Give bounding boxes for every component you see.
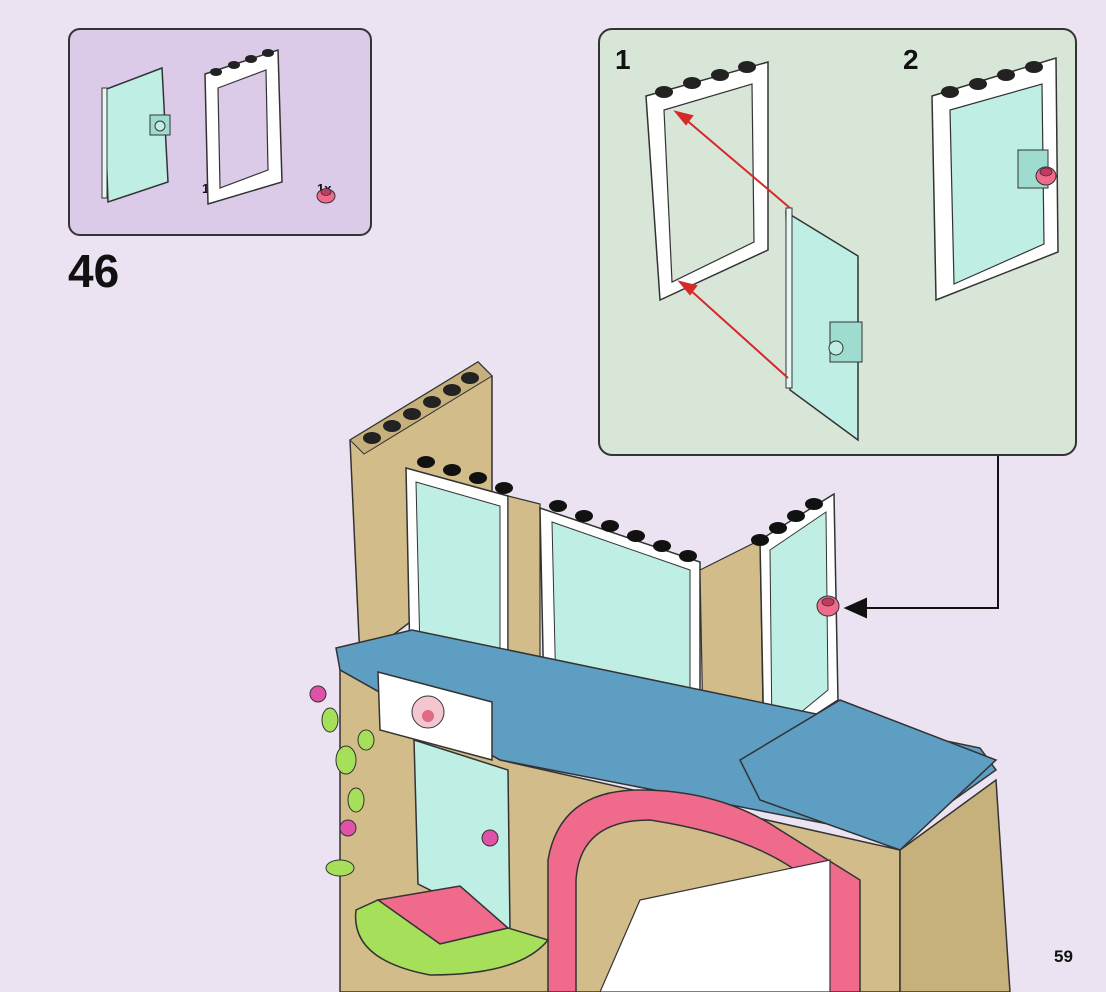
part-door-image <box>102 68 170 202</box>
substep-1-frame-image <box>646 61 768 300</box>
part-door-frame-image <box>205 49 282 204</box>
callout-connector-arrow <box>846 456 998 617</box>
main-model-image <box>310 362 1010 992</box>
substep-2-door-assembly-image <box>932 58 1058 300</box>
part-pink-round-plate-image <box>317 189 335 204</box>
substep-1-door-image <box>786 208 862 440</box>
